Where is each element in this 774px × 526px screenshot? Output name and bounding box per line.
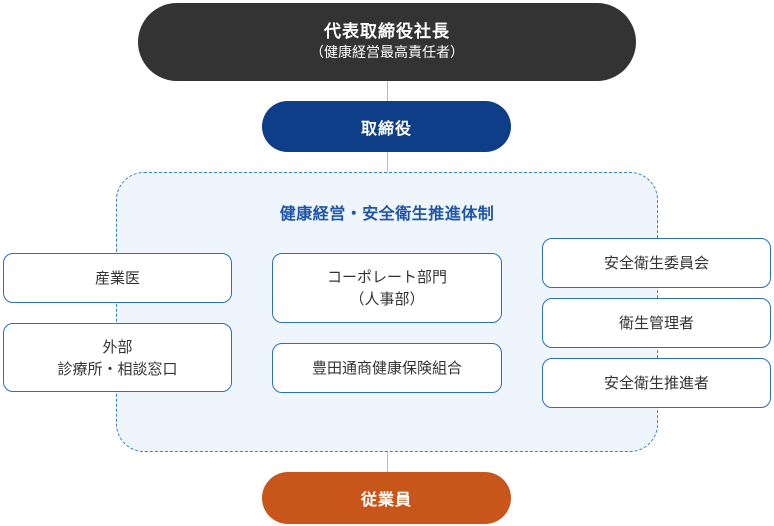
connector-board-area bbox=[387, 152, 388, 172]
health-manager-label: 衛生管理者 bbox=[618, 314, 694, 332]
safety-health-promoter-label: 安全衛生推進者 bbox=[603, 374, 709, 392]
corporate-division-label-2: （人事部） bbox=[349, 290, 425, 308]
health-manager-box: 衛生管理者 bbox=[542, 298, 771, 348]
ceo-node: 代表取締役社長 （健康経営最高責任者） bbox=[138, 3, 636, 81]
corporate-division-label-1: コーポレート部門 bbox=[326, 268, 447, 286]
board-node: 取締役 bbox=[262, 101, 511, 152]
health-insurance-union-label: 豊田通商健康保険組合 bbox=[311, 359, 462, 377]
external-clinic-box: 外部 診療所・相談窓口 bbox=[3, 323, 232, 392]
safety-health-committee-label: 安全衛生委員会 bbox=[603, 254, 709, 272]
ceo-title: 代表取締役社長 bbox=[324, 22, 450, 42]
promotion-system-title: 健康経営・安全衛生推進体制 bbox=[279, 204, 495, 223]
safety-health-promoter-box: 安全衛生推進者 bbox=[542, 358, 771, 408]
external-clinic-label-1: 外部 bbox=[102, 337, 133, 356]
employees-node: 従業員 bbox=[262, 472, 511, 524]
safety-health-committee-box: 安全衛生委員会 bbox=[542, 238, 771, 288]
corporate-division-box: コーポレート部門 （人事部） bbox=[272, 253, 502, 323]
industrial-physician-box: 産業医 bbox=[3, 253, 232, 303]
health-insurance-union-box: 豊田通商健康保険組合 bbox=[272, 343, 502, 393]
connector-area-employees bbox=[387, 452, 388, 472]
ceo-subtitle: （健康経営最高責任者） bbox=[310, 45, 464, 61]
connector-top-board bbox=[387, 81, 388, 101]
external-clinic-label-2: 診療所・相談窓口 bbox=[57, 359, 178, 378]
industrial-physician-label: 産業医 bbox=[94, 269, 140, 287]
